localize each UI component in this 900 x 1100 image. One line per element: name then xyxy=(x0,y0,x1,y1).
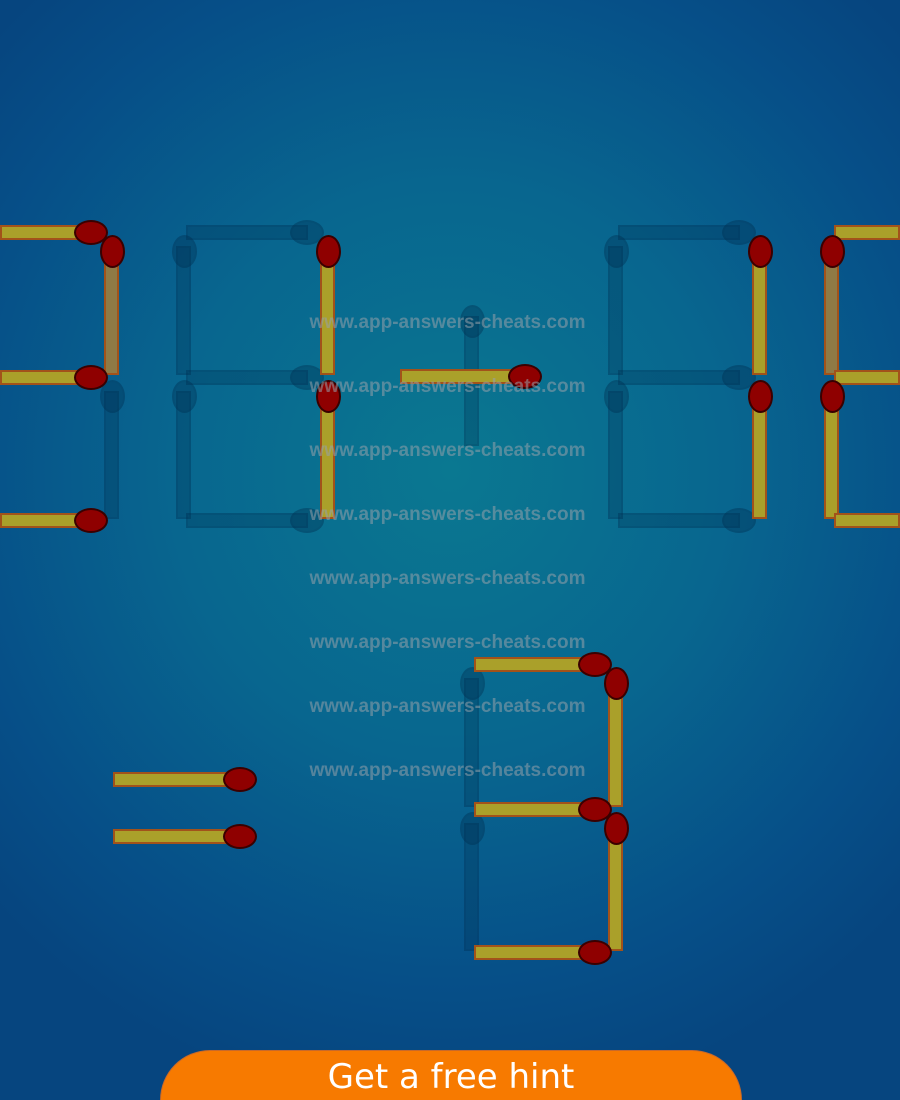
match-head-icon xyxy=(604,667,629,700)
match-head-icon xyxy=(604,812,629,845)
matchstick-body xyxy=(834,513,900,528)
match-head-icon xyxy=(604,235,629,268)
match-head-icon xyxy=(172,380,197,413)
matchstick-body xyxy=(113,829,241,844)
matchstick-body xyxy=(834,225,900,240)
match-head-icon xyxy=(100,235,125,268)
match-head-icon xyxy=(74,508,108,533)
match-head-icon xyxy=(460,305,485,338)
match-head-icon xyxy=(100,380,125,413)
free-hint-button-label: Get a free hint xyxy=(327,1057,575,1097)
match-head-icon xyxy=(578,940,612,965)
match-head-icon xyxy=(316,380,341,413)
match-head-icon xyxy=(460,812,485,845)
match-head-icon xyxy=(223,767,257,792)
watermark-text: www.app-answers-cheats.com xyxy=(309,504,586,525)
match-head-icon xyxy=(316,235,341,268)
watermark-text: www.app-answers-cheats.com xyxy=(309,312,586,333)
puzzle-board xyxy=(0,220,900,965)
match-head-icon xyxy=(748,380,773,413)
match-head-icon xyxy=(223,824,257,849)
match-head-icon xyxy=(722,508,756,533)
match-head-icon xyxy=(290,508,324,533)
match-head-icon xyxy=(604,380,629,413)
match-head-icon xyxy=(290,220,324,245)
watermark-text: www.app-answers-cheats.com xyxy=(309,696,586,717)
match-head-icon xyxy=(508,364,542,389)
free-hint-button[interactable]: Get a free hint xyxy=(160,1050,742,1100)
matchstick-body xyxy=(834,370,900,385)
watermark-text: www.app-answers-cheats.com xyxy=(309,568,586,589)
match-head-icon xyxy=(820,235,845,268)
match-head-icon xyxy=(820,380,845,413)
watermark-text: www.app-answers-cheats.com xyxy=(309,760,586,781)
watermark-text: www.app-answers-cheats.com xyxy=(309,632,586,653)
watermark-text: www.app-answers-cheats.com xyxy=(309,376,586,397)
match-head-icon xyxy=(748,235,773,268)
match-head-icon xyxy=(172,235,197,268)
match-head-icon xyxy=(74,365,108,390)
match-head-icon xyxy=(460,667,485,700)
watermark-text: www.app-answers-cheats.com xyxy=(309,440,586,461)
